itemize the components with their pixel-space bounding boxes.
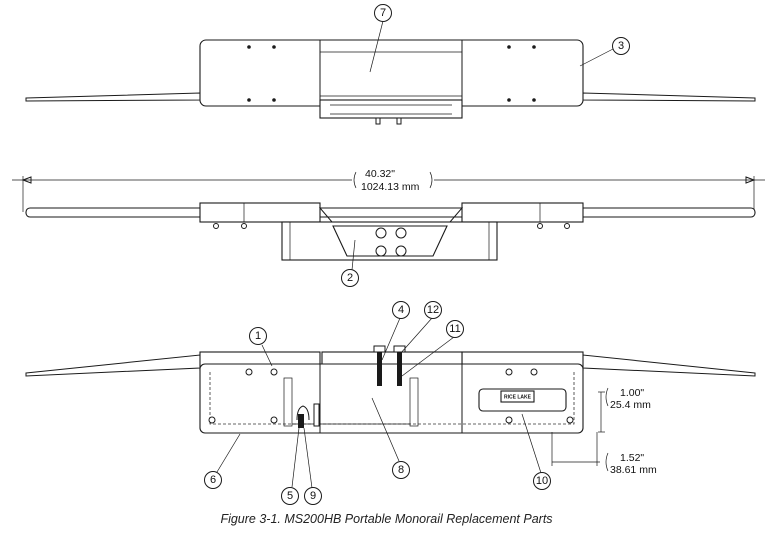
svg-text:9: 9 <box>310 490 316 502</box>
bottom-bolt-icons <box>208 368 574 424</box>
figure-caption: Figure 3-1. MS200HB Portable Monorail Re… <box>220 512 553 526</box>
callout-7: 7 <box>374 4 392 22</box>
svg-text:10: 10 <box>536 475 548 487</box>
callout-10: 10 <box>533 472 551 490</box>
offset-inches: 1.52" <box>620 452 644 464</box>
svg-text:2: 2 <box>347 272 353 284</box>
callout-5: 5 <box>281 487 299 505</box>
leader-lines <box>216 20 614 489</box>
callout-1: 1 <box>249 327 267 345</box>
svg-text:1: 1 <box>255 330 261 342</box>
svg-text:4: 4 <box>398 304 404 316</box>
svg-text:7: 7 <box>380 7 386 19</box>
overall-length-inches: 40.32" <box>365 168 395 180</box>
logo-text: RICE LAKE <box>504 395 532 401</box>
svg-text:6: 6 <box>210 474 216 486</box>
svg-text:12: 12 <box>427 304 439 316</box>
side-view <box>12 171 765 261</box>
height-mm: 25.4 mm <box>610 399 651 411</box>
svg-text:3: 3 <box>618 40 624 52</box>
mount-bolt-icons <box>375 227 407 257</box>
callout-6: 6 <box>204 471 222 489</box>
overall-length-mm: 1024.13 mm <box>361 181 420 193</box>
callout-11: 11 <box>446 320 464 338</box>
svg-text:11: 11 <box>449 323 460 335</box>
callout-8: 8 <box>392 461 410 479</box>
svg-text:8: 8 <box>398 464 404 476</box>
callout-3: 3 <box>612 37 630 55</box>
callout-12: 12 <box>424 301 442 319</box>
plate-bolt-icons <box>247 45 536 102</box>
svg-text:5: 5 <box>287 490 293 502</box>
bottom-view: RICE LAKE <box>25 345 756 472</box>
offset-mm: 38.61 mm <box>610 464 657 476</box>
height-inches: 1.00" <box>620 387 644 399</box>
callout-4: 4 <box>392 301 410 319</box>
callout-2: 2 <box>341 269 359 287</box>
top-view <box>25 39 756 125</box>
callout-9: 9 <box>304 487 322 505</box>
